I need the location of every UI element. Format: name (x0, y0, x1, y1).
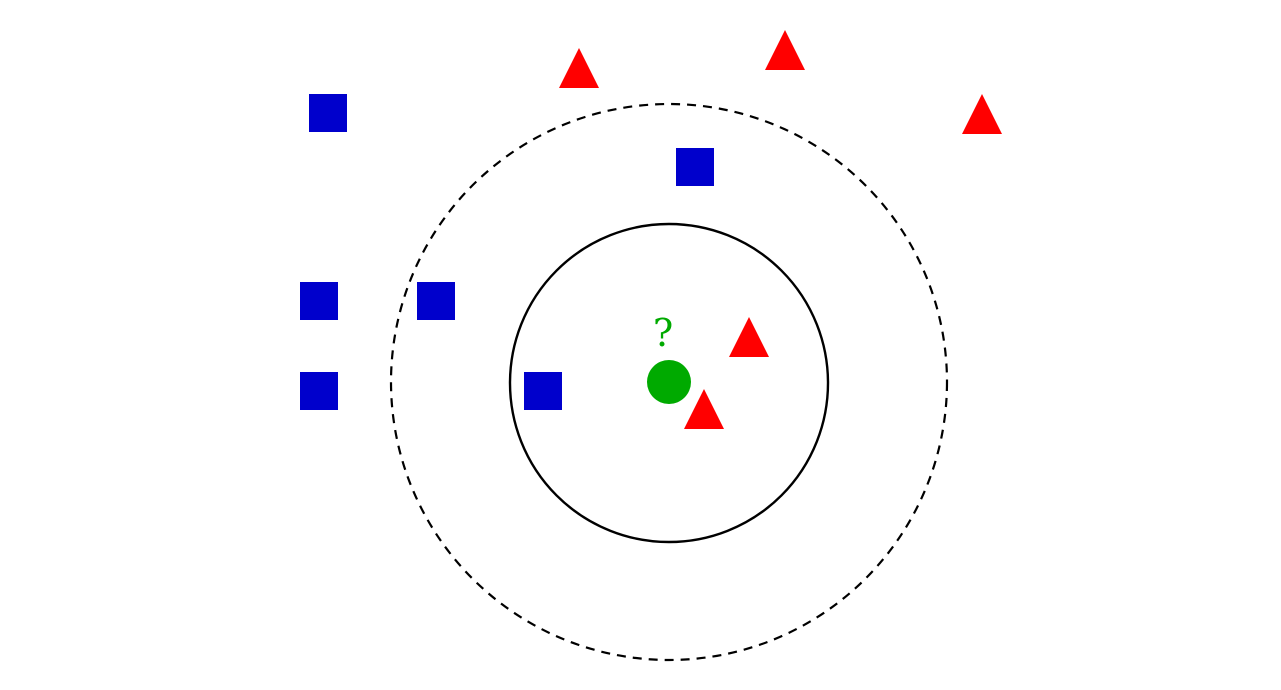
triangle-class-points (559, 30, 1002, 429)
square-point (300, 282, 338, 320)
inner-neighborhood-circle (508, 222, 830, 544)
triangle-point (684, 389, 724, 429)
square-class-points (300, 94, 714, 410)
triangle-point (765, 30, 805, 70)
query-label: ? (653, 311, 673, 355)
square-point (676, 148, 714, 186)
triangle-point (962, 94, 1002, 134)
square-point (417, 282, 455, 320)
square-point (309, 94, 347, 132)
square-point (300, 372, 338, 410)
outer-neighborhood-circle (389, 102, 949, 662)
triangle-point (559, 48, 599, 88)
square-point (524, 372, 562, 410)
triangle-point (729, 317, 769, 357)
query-point (647, 360, 691, 404)
